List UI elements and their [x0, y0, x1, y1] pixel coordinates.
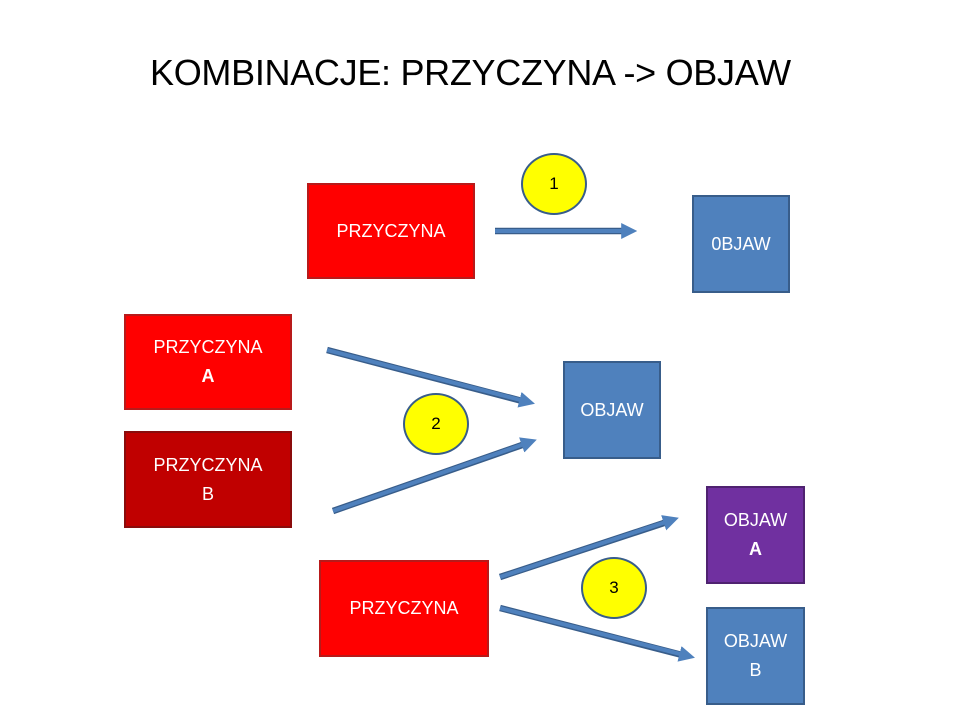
- cause-box-2b: PRZYCZYNA B: [124, 431, 292, 528]
- effect-box-3a: OBJAW A: [706, 486, 805, 584]
- combination-badge-3: 3: [581, 557, 647, 619]
- effect-box-3b: OBJAW B: [706, 607, 805, 705]
- effect-label: OBJAW: [723, 510, 788, 530]
- combination-badge-1: 1: [521, 153, 587, 215]
- cause-label: PRZYCZYNA: [153, 337, 263, 357]
- cause-label: PRZYCZYNA: [336, 220, 446, 241]
- cause-label: PRZYCZYNA: [349, 598, 459, 618]
- cause-sublabel: B: [201, 483, 214, 504]
- effect-label: OBJAW: [580, 399, 644, 420]
- arrow-2a-fill: [326, 348, 535, 408]
- effect-sublabel: B: [749, 660, 762, 680]
- effect-label: OBJAW: [723, 631, 788, 651]
- cause-box-1: PRZYCZYNA: [307, 183, 475, 279]
- arrow-2b-fill: [332, 437, 537, 513]
- cause-label: PRZYCZYNA: [153, 454, 263, 475]
- effect-box-2: OBJAW: [563, 361, 661, 459]
- slide-title: KOMBINACJE: PRZYCZYNA -> OBJAW: [150, 52, 791, 93]
- combination-badge-2: 2: [403, 393, 469, 455]
- arrow-3b-fill: [499, 606, 695, 662]
- arrow-3a-fill: [499, 515, 679, 579]
- effect-box-1: 0BJAW: [692, 195, 790, 293]
- cause-box-2a: PRZYCZYNA A: [124, 314, 292, 410]
- effect-label: 0BJAW: [711, 233, 771, 254]
- cause-sublabel: A: [201, 366, 215, 386]
- effect-sublabel: A: [749, 539, 762, 559]
- cause-box-3: PRZYCZYNA: [319, 560, 489, 657]
